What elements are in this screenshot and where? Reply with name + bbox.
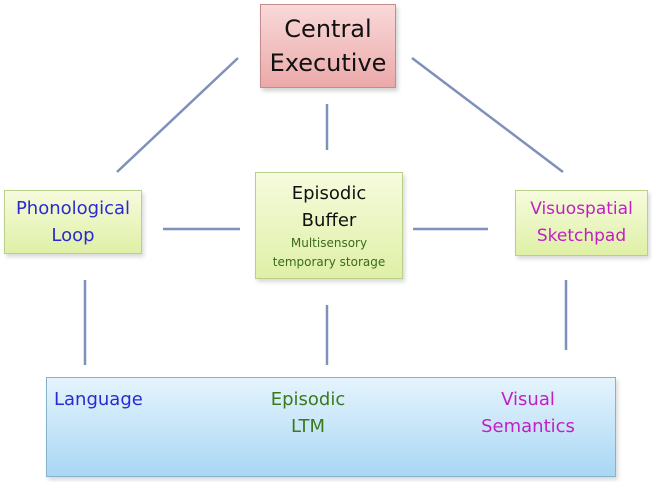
visuospatial-sketchpad-line-2: Sketchpad (536, 226, 627, 246)
visuospatial-sketchpad-box: Visuospatial Sketchpad (515, 190, 648, 256)
long-term-memory-panel (46, 377, 616, 477)
line-executive-to-phonological (116, 57, 239, 173)
language-label: Language (54, 386, 143, 413)
central-executive-box: Central Executive (260, 4, 396, 88)
episodic-ltm-line-1: Episodic (270, 389, 346, 410)
visual-semantics-line-1: Visual (501, 389, 555, 410)
episodic-buffer-box: Episodic Buffer Multisensory temporary s… (255, 172, 403, 279)
central-executive-line-1: Central (284, 15, 372, 43)
line-executive-to-visuospatial (411, 57, 564, 173)
central-executive-line-2: Executive (269, 49, 387, 77)
visuospatial-sketchpad-line-1: Visuospatial (530, 199, 633, 219)
phonological-loop-box: Phonological Loop (4, 190, 142, 254)
visual-semantics-line-2: Semantics (481, 416, 575, 437)
phonological-loop-line-1: Phonological (15, 198, 131, 219)
episodic-buffer-subline-1: Multisensory (290, 235, 368, 250)
episodic-buffer-subline-2: temporary storage (272, 254, 386, 269)
episodic-buffer-line-2: Buffer (301, 209, 357, 231)
episodic-ltm-line-2: LTM (290, 416, 326, 437)
visual-semantics-label: Visual Semantics (473, 386, 583, 440)
language-text: Language (54, 389, 143, 410)
episodic-ltm-label: Episodic LTM (262, 386, 354, 440)
episodic-buffer-line-1: Episodic (291, 182, 367, 204)
phonological-loop-line-2: Loop (51, 225, 95, 246)
